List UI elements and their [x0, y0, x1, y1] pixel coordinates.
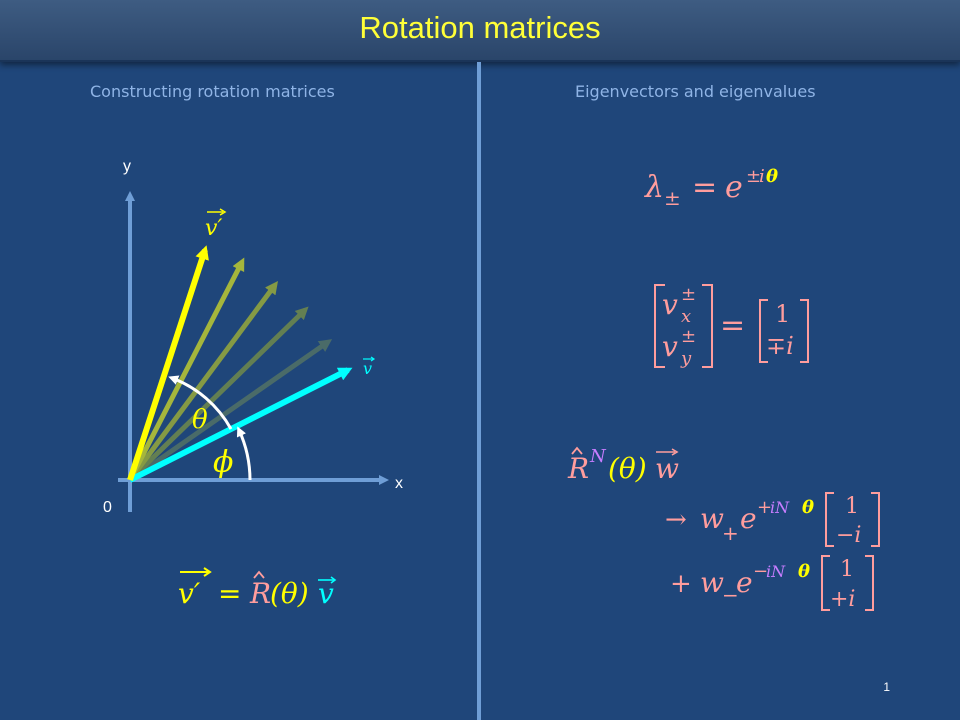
rn-N-exponent: N — [589, 446, 607, 467]
theta-label: θ — [192, 405, 208, 435]
svg-text:i: i — [759, 166, 765, 187]
eigenvector-equation: v ± x v ± y = 1 ∓i — [654, 284, 809, 369]
y-axis-label: y — [123, 158, 131, 175]
eigenvalue-equation: λ ± = e ± i θ — [644, 166, 778, 210]
svg-text:−: − — [722, 583, 739, 607]
svg-text:1: 1 — [840, 557, 854, 582]
svg-text:iN: iN — [770, 498, 790, 517]
phi-arc — [236, 426, 252, 481]
svg-text:v: v — [662, 288, 678, 321]
svg-text:∓i: ∓i — [766, 332, 794, 360]
svg-text:−: − — [753, 561, 768, 582]
svg-text:w: w — [700, 566, 724, 599]
vector-v — [128, 367, 353, 483]
right-section-label: Eigenvectors and eigenvalues — [575, 82, 816, 101]
expansion-line-minus: + w − e − iN θ 1 +i — [670, 555, 874, 612]
svg-text:±: ± — [746, 166, 761, 187]
equation-v-prime: v′ — [178, 577, 201, 610]
svg-text:x: x — [681, 306, 691, 327]
svg-text:e: e — [740, 502, 757, 535]
right-bracket — [702, 284, 713, 368]
page-number: 1 — [883, 680, 890, 694]
phi-label: ϕ — [213, 445, 233, 480]
svg-text:+i: +i — [830, 587, 855, 612]
svg-text:1: 1 — [775, 300, 790, 328]
intermediate-vector-1 — [127, 257, 245, 482]
rotation-equation: v′ = R (θ) v — [178, 567, 337, 610]
svg-text:=: = — [720, 308, 745, 343]
v-label: v — [363, 359, 372, 378]
svg-text:θ: θ — [802, 497, 814, 518]
svg-text:+: + — [670, 569, 692, 599]
svg-text:iN: iN — [766, 562, 786, 581]
origin-label: 0 — [103, 499, 112, 516]
svg-text:±: ± — [681, 284, 696, 305]
svg-text:=: = — [218, 577, 241, 610]
theta-arc — [168, 375, 233, 430]
rn-expression: R N (θ) w — [567, 446, 679, 485]
svg-text:1: 1 — [845, 494, 859, 519]
svg-text:+: + — [757, 497, 772, 518]
svg-text:v: v — [662, 330, 678, 363]
intermediate-vector-4 — [128, 339, 333, 483]
rn-w-vector: w — [655, 452, 679, 485]
svg-text:(θ): (θ) — [608, 452, 647, 485]
svg-text:±: ± — [681, 326, 696, 347]
intermediate-vector-3 — [128, 306, 309, 482]
section-divider — [477, 62, 481, 720]
svg-text:±: ± — [664, 186, 681, 210]
vector-v-prime — [127, 245, 209, 481]
svg-text:−i: −i — [836, 523, 861, 548]
svg-text:e: e — [736, 566, 753, 599]
svg-text:→: → — [665, 505, 687, 535]
rn-R-operator: R — [567, 452, 589, 485]
svg-text:λ: λ — [644, 170, 664, 205]
v-prime-label: v′ — [205, 216, 222, 241]
left-bracket — [654, 284, 665, 368]
svg-text:y: y — [680, 348, 692, 369]
svg-text:θ: θ — [766, 166, 778, 187]
expansion-line-plus: → w + e + iN θ 1 −i — [665, 492, 880, 548]
equation-R-operator: R — [249, 577, 271, 610]
slide-title: Rotation matrices — [359, 10, 601, 45]
equation-v: v — [318, 577, 334, 610]
svg-text:w: w — [700, 502, 724, 535]
svg-text:θ: θ — [798, 561, 810, 582]
x-axis-label: x — [395, 475, 403, 492]
header-bar: Rotation matrices — [0, 0, 960, 62]
svg-text:+: + — [722, 521, 739, 545]
svg-text:=: = — [692, 170, 717, 205]
svg-text:e: e — [725, 170, 743, 205]
intermediate-vector-2 — [127, 280, 278, 482]
left-section-label: Constructing rotation matrices — [90, 82, 335, 101]
svg-text:(θ): (θ) — [270, 577, 309, 610]
